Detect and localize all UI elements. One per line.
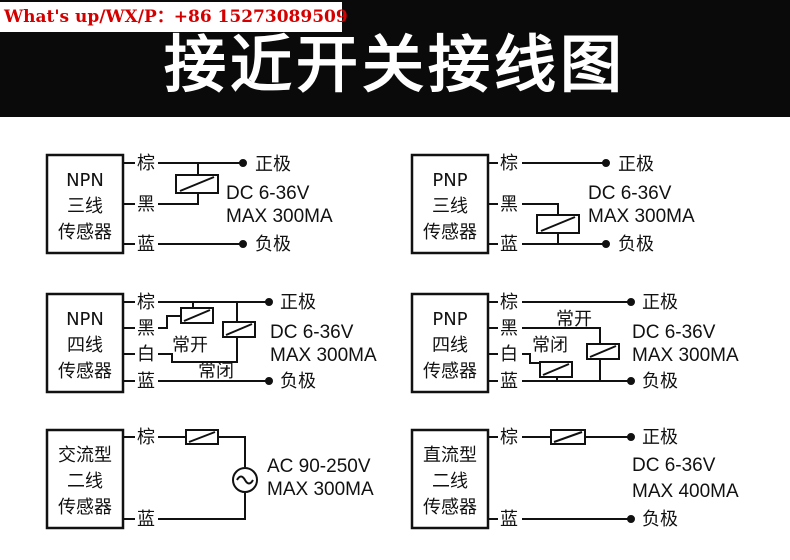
wire-label-black: 黑 bbox=[500, 194, 518, 215]
terminal-negative: 负极 bbox=[642, 509, 678, 530]
wire-label-blue: 蓝 bbox=[500, 509, 518, 530]
load-resistor-icon bbox=[550, 429, 586, 445]
contact-nc-label: 常闭 bbox=[198, 361, 234, 382]
panel-pnp-4wire: PNP 四线 传感器 棕 黑 白 蓝 正极 常开 常闭 负极 DC 6-36V … bbox=[410, 292, 739, 394]
spec-current: MAX 300MA bbox=[226, 206, 333, 227]
sensor-type: PNP bbox=[432, 309, 467, 330]
terminal-dot bbox=[239, 159, 247, 167]
watermark-contact: What's up/WX/P：+86 15273089509 bbox=[0, 2, 348, 32]
terminal-positive: 正极 bbox=[618, 154, 654, 175]
contact-no-label: 常开 bbox=[556, 309, 592, 330]
wire-label-white: 白 bbox=[137, 344, 155, 365]
spec-voltage: DC 6-36V bbox=[588, 183, 672, 204]
panel-dc-2wire: 直流型 二线 传感器 棕 蓝 正极 负极 DC 6-36V MAX 400MA bbox=[410, 427, 739, 530]
wire-label-brown: 棕 bbox=[137, 153, 155, 174]
panel-ac-2wire: 交流型 二线 传感器 棕 蓝 AC 90-250V MAX 300MA bbox=[45, 427, 374, 530]
terminal-dot bbox=[627, 298, 635, 306]
sensor-box bbox=[410, 428, 490, 530]
sensor-type: NPN bbox=[66, 309, 104, 330]
wire-label-brown: 棕 bbox=[500, 153, 518, 174]
sensor-box bbox=[45, 292, 125, 394]
contact-no-label: 常开 bbox=[172, 335, 208, 356]
spec-current: MAX 400MA bbox=[632, 481, 739, 502]
terminal-positive: 正极 bbox=[255, 154, 291, 175]
contact-nc-label: 常闭 bbox=[532, 335, 568, 356]
spec-voltage: DC 6-36V bbox=[226, 183, 310, 204]
terminal-dot bbox=[627, 515, 635, 523]
relay-coil-icon bbox=[180, 307, 214, 324]
panel-npn-3wire: NPN 三线 传感器 棕 黑 蓝 正极 负极 DC 6-36V MAX 300M… bbox=[45, 153, 333, 255]
relay-coil-icon bbox=[222, 321, 256, 338]
relay-coil-icon bbox=[586, 343, 620, 360]
terminal-negative: 负极 bbox=[642, 371, 678, 392]
wire-label-brown: 棕 bbox=[500, 292, 518, 313]
terminal-dot bbox=[627, 377, 635, 385]
wire-blue bbox=[158, 493, 246, 520]
spec-voltage: DC 6-36V bbox=[632, 322, 716, 343]
spec-current: MAX 300MA bbox=[588, 206, 695, 227]
spec-voltage: DC 6-36V bbox=[632, 455, 716, 476]
terminal-dot bbox=[239, 240, 247, 248]
wire-label-brown: 棕 bbox=[137, 292, 155, 313]
spec-current: MAX 300MA bbox=[267, 479, 374, 500]
wire-label-brown: 棕 bbox=[500, 427, 518, 448]
terminal-positive: 正极 bbox=[642, 427, 678, 448]
load-resistor-icon bbox=[185, 429, 219, 445]
spec-voltage: AC 90-250V bbox=[267, 456, 371, 477]
terminal-positive: 正极 bbox=[642, 292, 678, 313]
terminal-dot bbox=[627, 433, 635, 441]
wire-label-blue: 蓝 bbox=[137, 234, 155, 255]
wire-white bbox=[158, 302, 238, 363]
terminal-negative: 负极 bbox=[280, 371, 316, 392]
terminal-dot bbox=[602, 159, 610, 167]
sensor-label: 传感器 bbox=[423, 361, 477, 382]
sensor-label: 传感器 bbox=[58, 222, 112, 243]
sensor-type: 直流型 bbox=[423, 445, 477, 466]
relay-coil-icon bbox=[539, 361, 573, 378]
wire-label-blue: 蓝 bbox=[500, 371, 518, 392]
sensor-label: 传感器 bbox=[58, 361, 112, 382]
sensor-wires: 三线 bbox=[67, 196, 103, 217]
sensor-label: 传感器 bbox=[58, 497, 112, 518]
sensor-type: NPN bbox=[66, 170, 104, 191]
terminal-dot bbox=[265, 298, 273, 306]
terminal-negative: 负极 bbox=[255, 234, 291, 255]
wire-black bbox=[522, 327, 601, 381]
wire-label-blue: 蓝 bbox=[500, 234, 518, 255]
wire-label-brown: 棕 bbox=[137, 427, 155, 448]
ac-source-icon bbox=[232, 467, 258, 493]
terminal-dot bbox=[265, 377, 273, 385]
wire-label-black: 黑 bbox=[500, 318, 518, 339]
spec-current: MAX 300MA bbox=[632, 345, 739, 366]
spec-voltage: DC 6-36V bbox=[270, 322, 354, 343]
header-banner: What's up/WX/P：+86 15273089509 接近开关接线图 bbox=[0, 0, 790, 117]
wire-label-white: 白 bbox=[500, 344, 518, 365]
page-title: 接近开关接线图 bbox=[163, 28, 626, 101]
wire-label-blue: 蓝 bbox=[137, 509, 155, 530]
wire-label-black: 黑 bbox=[137, 318, 155, 339]
panel-pnp-3wire: PNP 三线 传感器 棕 黑 蓝 正极 负极 DC 6-36V MAX 300M… bbox=[410, 153, 695, 255]
relay-coil-icon bbox=[175, 174, 219, 194]
sensor-wires: 四线 bbox=[67, 335, 103, 356]
sensor-wires: 四线 bbox=[432, 335, 468, 356]
sensor-box bbox=[45, 428, 125, 530]
terminal-positive: 正极 bbox=[280, 292, 316, 313]
relay-coil-icon bbox=[536, 214, 580, 234]
terminal-negative: 负极 bbox=[618, 234, 654, 255]
spec-current: MAX 300MA bbox=[270, 345, 377, 366]
panel-npn-4wire: NPN 四线 传感器 棕 黑 白 蓝 正极 常开 常闭 负极 DC 6-36V … bbox=[45, 292, 377, 394]
sensor-wires: 二线 bbox=[432, 471, 468, 492]
wire-label-black: 黑 bbox=[137, 194, 155, 215]
sensor-box bbox=[410, 292, 490, 394]
sensor-type: PNP bbox=[432, 170, 467, 191]
terminal-dot bbox=[602, 240, 610, 248]
sensor-wires: 二线 bbox=[67, 471, 103, 492]
wire-label-blue: 蓝 bbox=[137, 371, 155, 392]
sensor-label: 传感器 bbox=[423, 222, 477, 243]
sensor-label: 传感器 bbox=[423, 497, 477, 518]
sensor-wires: 三线 bbox=[432, 196, 468, 217]
sensor-type: 交流型 bbox=[58, 445, 112, 466]
